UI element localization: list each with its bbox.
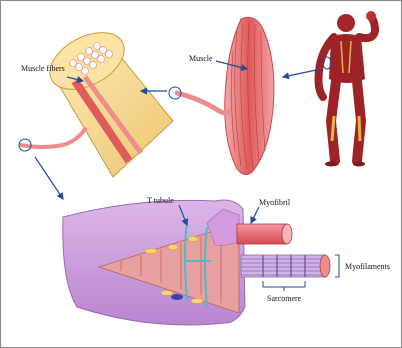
myofilament-end: [320, 255, 330, 277]
label-muscle-fibers: Muscle fibers: [21, 64, 65, 73]
figure-fist: [366, 11, 376, 21]
figure-head: [337, 14, 355, 32]
muscle-cell-illustration: [63, 200, 245, 325]
muscle-belly: [225, 17, 274, 174]
figure-knee-tendon: [332, 116, 334, 141]
fiber-bundle-illustration: [19, 21, 173, 177]
myofilament-cylinder: [241, 255, 325, 277]
sarcomere-bracket: [263, 281, 305, 287]
myofilaments-bracket: [335, 255, 339, 277]
figure-foot: [353, 162, 365, 167]
human-figure: [319, 11, 377, 167]
label-myofibril: Myofibril: [259, 198, 291, 207]
label-t-tubule: T tubule: [147, 196, 174, 205]
label-sarcomere: Sarcomere: [267, 294, 302, 303]
arrow-myofibril-label: [251, 207, 259, 223]
label-myofilaments: Myofilaments: [345, 262, 390, 271]
label-muscle: Muscle: [189, 54, 213, 63]
muscle-fiber-strand: [177, 93, 229, 113]
figure-knee-tendon: [359, 116, 360, 141]
nucleus: [171, 294, 183, 300]
arrow-bundle-to-cell: [35, 157, 63, 199]
muscle-illustration: [169, 17, 274, 174]
myofibril-end: [282, 224, 292, 244]
myofibril-illustration: [237, 224, 292, 244]
myofibril-cylinder: [237, 224, 287, 244]
figure-foot: [325, 162, 337, 167]
myofilaments-illustration: [241, 255, 330, 277]
